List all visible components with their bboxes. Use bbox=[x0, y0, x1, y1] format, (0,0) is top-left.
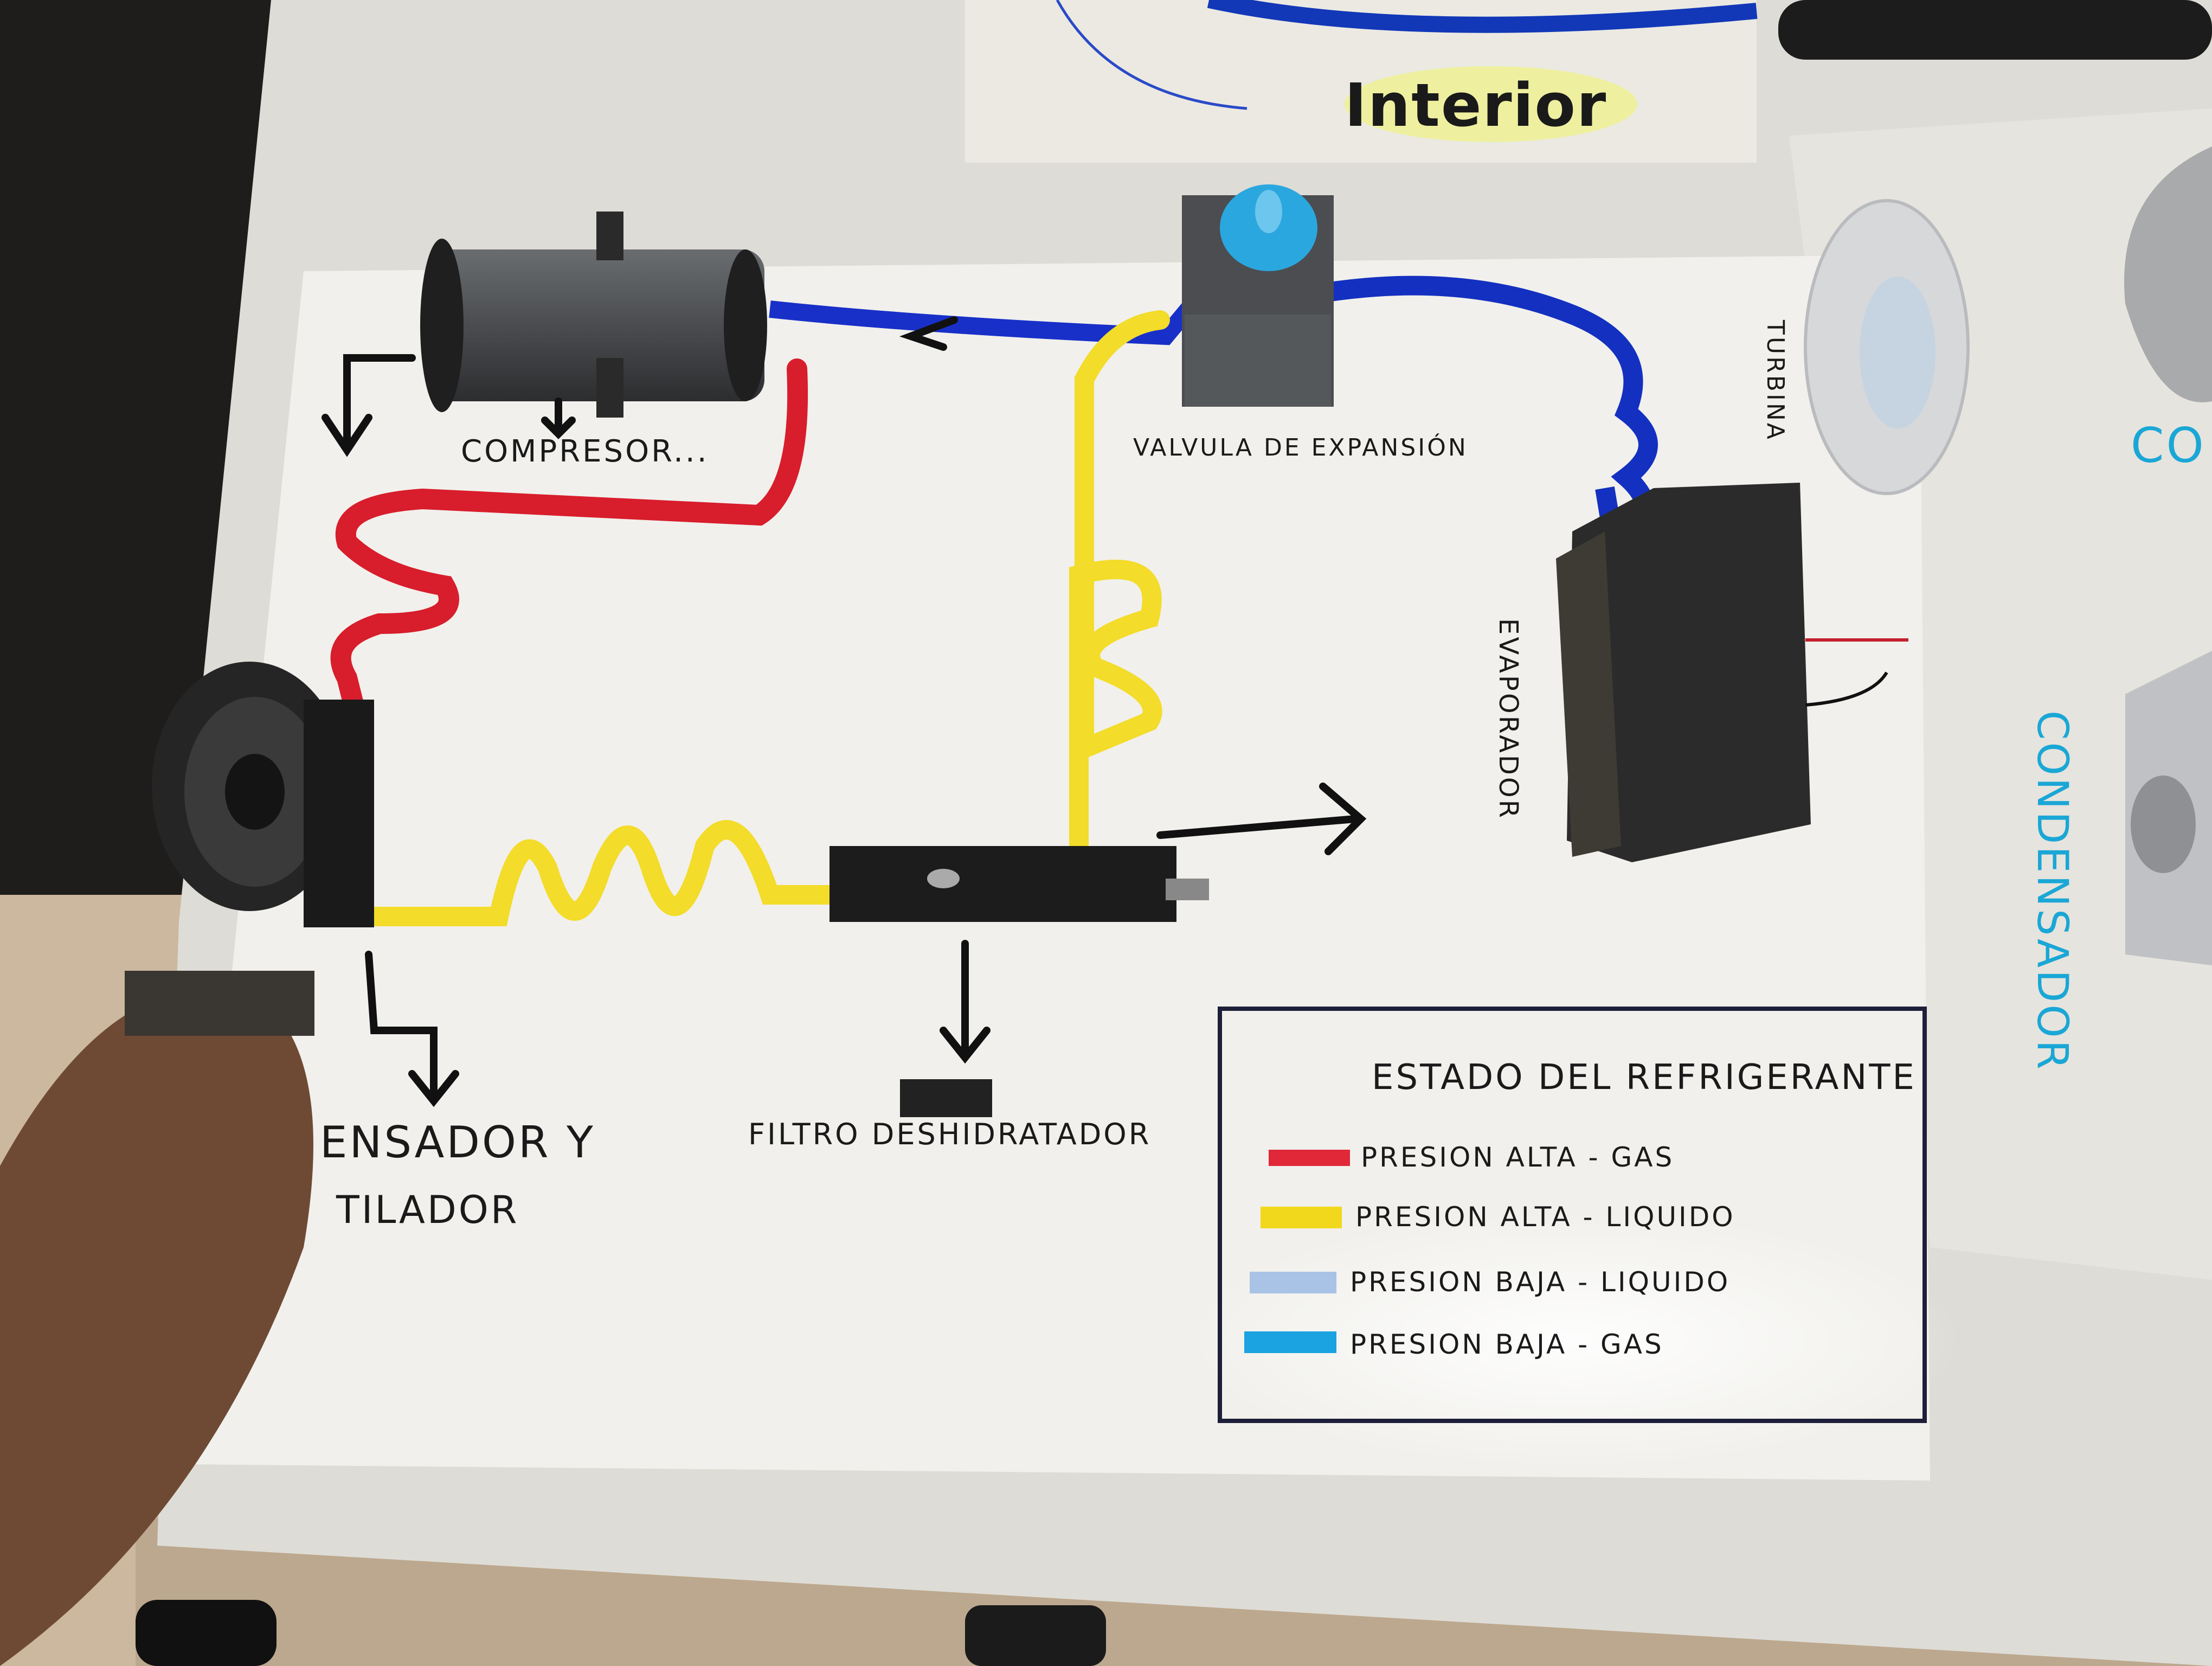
compressor-icon bbox=[420, 212, 767, 418]
interior-label-bg bbox=[1345, 66, 1637, 142]
evaporador-label: EVAPORADOR bbox=[1493, 618, 1523, 820]
condensador-right-label: CONDENSADOR bbox=[2028, 710, 2076, 1072]
shoe-left bbox=[136, 1600, 276, 1666]
legend-box bbox=[1218, 1007, 1927, 1423]
arrow-icon bbox=[321, 316, 1367, 1107]
co-partial-label: CO bbox=[2131, 418, 2206, 473]
filtro-label: FILTRO DESHIDRATADOR bbox=[748, 1117, 1152, 1151]
heatsink-icon bbox=[1804, 146, 2212, 965]
valvula-label: VALVULA DE EXPANSIÓN bbox=[1133, 434, 1468, 462]
condensador-left-line2: TILADOR bbox=[336, 1188, 519, 1232]
fan-icon bbox=[152, 662, 374, 927]
legend-item-2: PRESION ALTA - LIQUIDO bbox=[1355, 1201, 1735, 1233]
legend-swatch-red bbox=[1269, 1150, 1350, 1166]
legend-item-3: PRESION BAJA - LIQUIDO bbox=[1350, 1266, 1731, 1298]
hand bbox=[0, 989, 313, 1666]
expansion-valve-icon bbox=[1182, 184, 1334, 407]
pipe-high-liquid-vertical bbox=[1069, 310, 1170, 856]
legend-swatch-yellow bbox=[1261, 1207, 1342, 1228]
legend-title: ESTADO DEL REFRIGERANTE bbox=[1372, 1058, 1917, 1098]
condensador-left-line1: ENSADOR Y bbox=[320, 1117, 595, 1168]
pipe-high-liquid-left bbox=[359, 820, 856, 926]
blue-tube-top bbox=[1207, 0, 1758, 33]
turbina-label: TURBINA bbox=[1761, 320, 1789, 441]
blue-pen-arrow bbox=[1056, 0, 1248, 110]
legend-swatch-lightblue bbox=[1250, 1272, 1336, 1293]
evaporator-box-icon bbox=[1556, 483, 1908, 862]
black-cylinder-top bbox=[1778, 0, 2212, 60]
legend-item-1: PRESION ALTA - GAS bbox=[1361, 1142, 1675, 1173]
pipe-high-gas bbox=[330, 358, 808, 732]
legend-item-4: PRESION BAJA - GAS bbox=[1350, 1329, 1664, 1360]
interior-label: Interior bbox=[1345, 71, 1607, 140]
light-glare bbox=[1182, 1209, 1963, 1470]
shoe-right bbox=[965, 1605, 1106, 1666]
legend-swatch-blue bbox=[1244, 1331, 1336, 1353]
compresor-label: COMPRESOR... bbox=[461, 434, 709, 469]
battery-holder bbox=[125, 971, 314, 1036]
filter-drier-icon bbox=[829, 846, 1209, 1117]
